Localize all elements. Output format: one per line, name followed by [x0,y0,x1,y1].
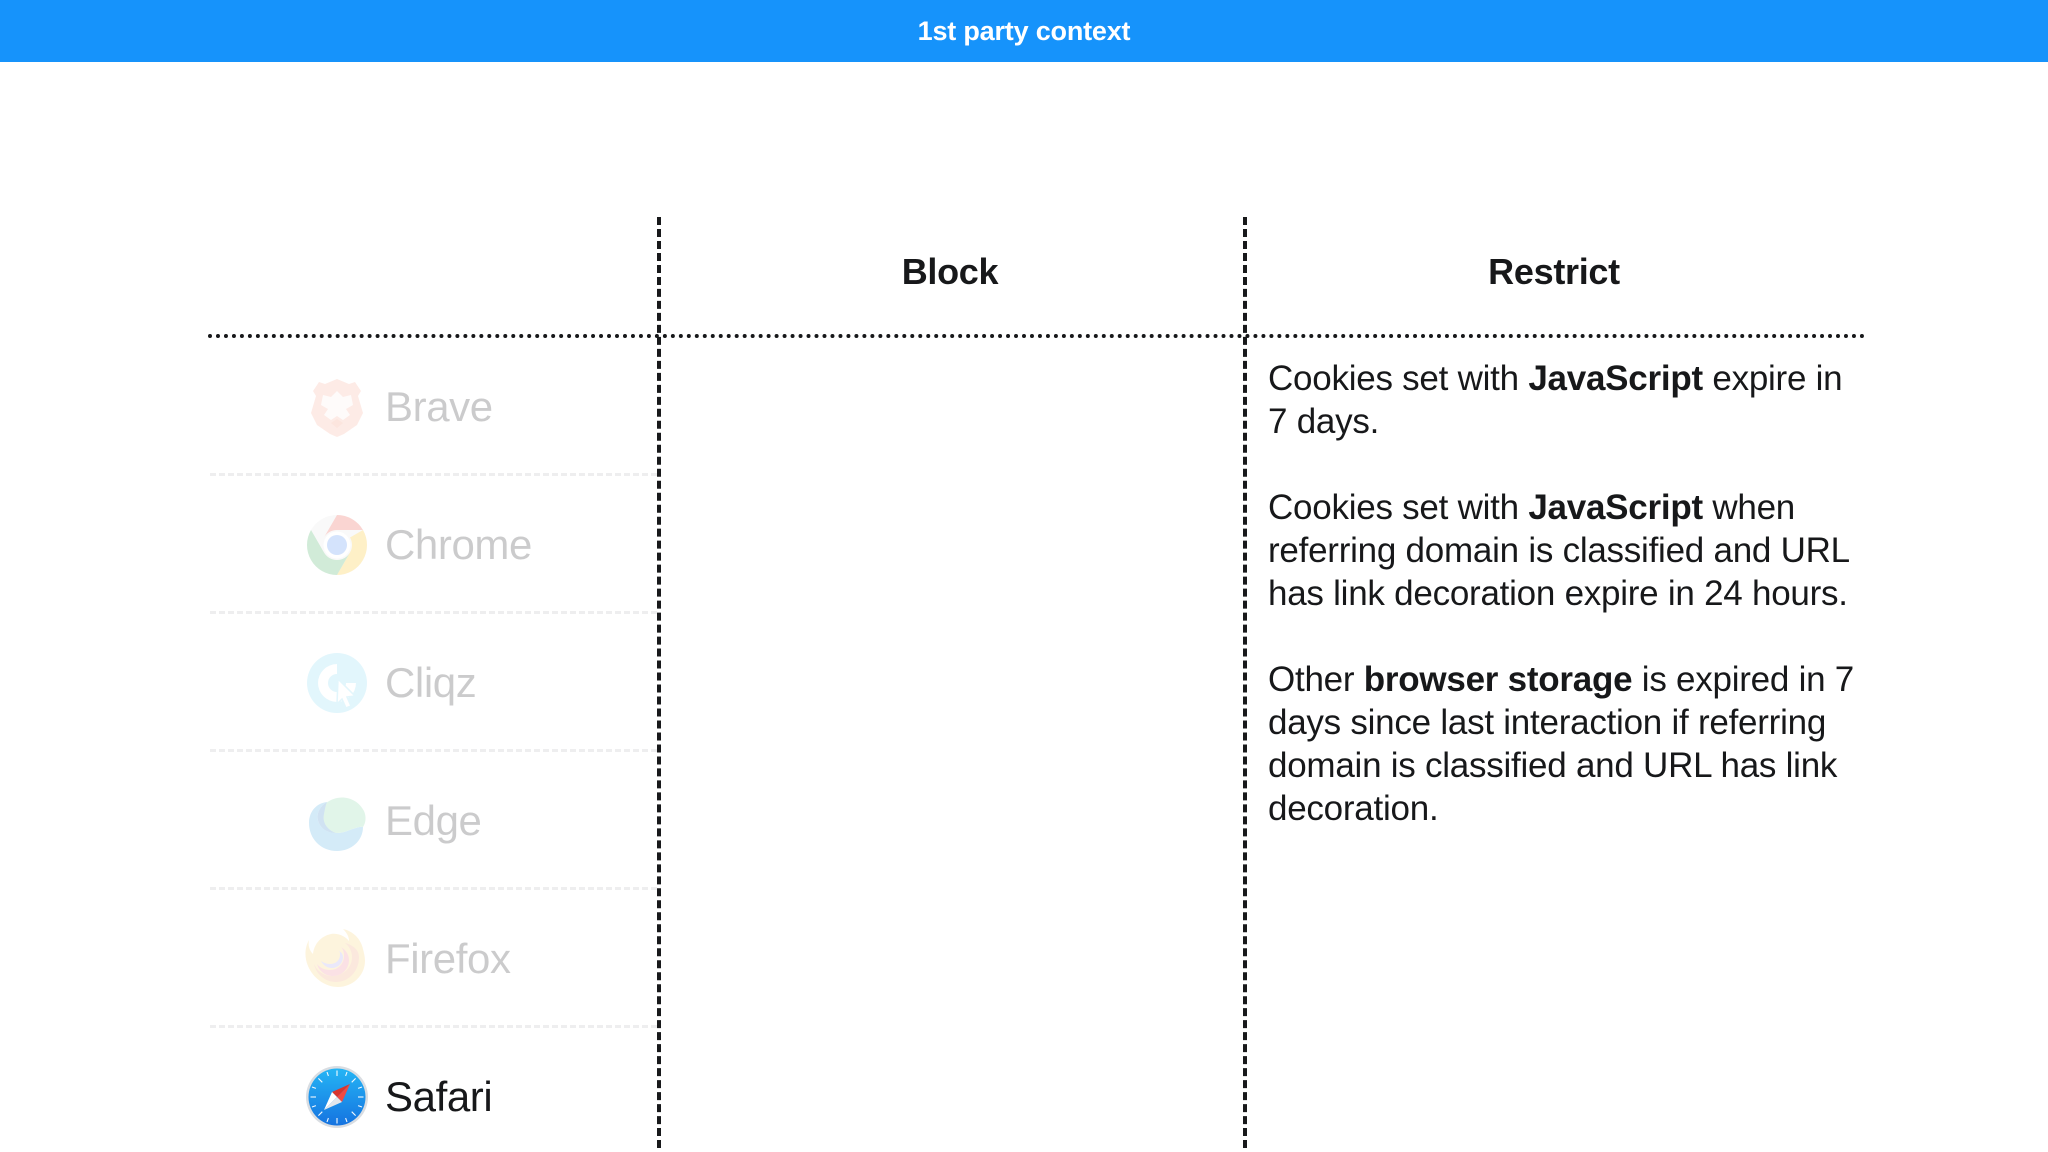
row-separator [210,887,657,890]
table-row-chrome: Chrome [0,476,657,614]
browser-name-label: Brave [385,383,493,430]
context-banner: 1st party context [0,0,2048,62]
restrict-p3-part1: Other [1268,660,1364,700]
table-row-cliqz: Cliqz [0,614,657,752]
chrome-icon [305,513,369,577]
browser-row-list: Brave Chrome [0,338,657,1152]
table-row-edge: Edge [0,752,657,890]
browser-name-label: Safari [385,1073,493,1120]
safari-compass-icon [305,1065,369,1129]
column-divider-1 [657,217,661,1152]
restrict-paragraph-2: Cookies set with JavaScript when referri… [1268,487,1868,615]
brave-lion-icon [305,375,369,439]
cliqz-icon [305,651,369,715]
restrict-p2-part2: when referring domain is classified and … [1268,488,1849,613]
restrict-p1-bold: JavaScript [1528,359,1703,398]
restrict-p2-part1: Cookies set with [1268,488,1529,528]
column-divider-2 [1243,217,1247,1152]
row-separator [210,473,657,476]
restrict-paragraph-3: Other browser storage is expired in 7 da… [1268,659,1868,830]
row-separator [210,1025,657,1028]
edge-icon [305,789,369,853]
browser-name-label: Chrome [385,521,532,568]
restrict-p2-bold: JavaScript [1528,488,1703,528]
firefox-icon [305,927,369,991]
table-row-safari: Safari [0,1028,657,1152]
restrict-p1-part1: Cookies set with [1268,359,1529,398]
browser-name-label: Cliqz [385,659,477,706]
banner-title: 1st party context [917,15,1131,46]
header-rule [208,334,1866,338]
restrict-paragraph-1: Cookies set with JavaScript expire in 7 … [1268,358,1868,443]
restrict-p1-part2: expire in 7 days. [1268,359,1843,441]
row-separator [210,749,657,752]
restrict-p3-bold: browser storage [1363,660,1633,700]
cell-restrict-column: Cookies set with JavaScript expire in 7 … [1268,358,1868,830]
row-separator [210,611,657,614]
column-header-restrict: Restrict [1488,251,1620,292]
restrict-p3-part2: is expired in 7 days since last interact… [1268,660,1854,828]
browser-name-label: Edge [385,797,482,844]
table-row-brave: Brave [0,338,657,476]
comparison-matrix: Block Restrict Brave [0,62,2048,1152]
column-header-block: Block [901,251,999,292]
browser-name-label: Firefox [385,935,511,982]
table-row-firefox: Firefox [0,890,657,1028]
